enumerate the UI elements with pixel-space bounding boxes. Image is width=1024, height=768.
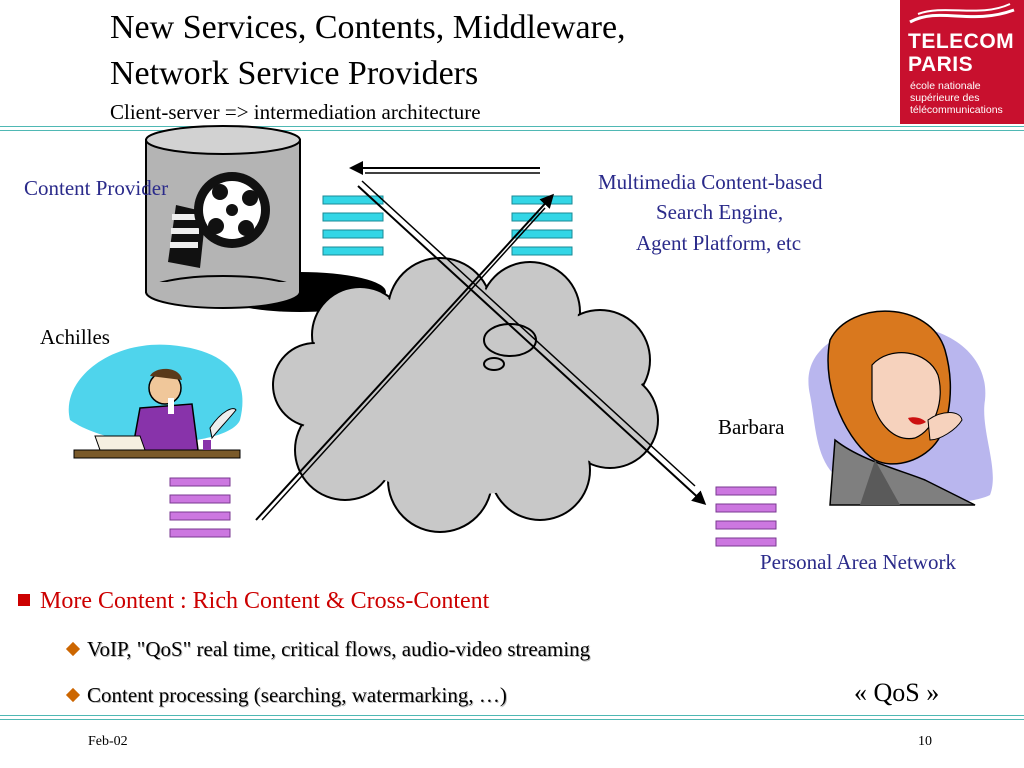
content-provider-stack <box>322 195 384 256</box>
bullet-sub-1: VoIP, "QoS" real time, critical flows, a… <box>65 637 591 662</box>
logo-tagline-3: télécommunications <box>910 104 1003 116</box>
logo-name-line-2: PARIS <box>908 53 974 76</box>
search-engine-label-line-1: Multimedia Content-based <box>598 170 823 194</box>
arrow-achilles-to-search <box>255 193 555 521</box>
woman-phone-icon <box>808 310 993 506</box>
slide-subtitle: Client-server => intermediation architec… <box>110 100 481 124</box>
film-reel-icon <box>168 172 270 268</box>
slide-title-line-2: Network Service Providers <box>110 55 479 92</box>
achilles-stack <box>169 477 231 538</box>
logo-swoosh-icon <box>909 3 1015 24</box>
telecom-paris-logo: TELECOM PARIS école nationale supérieure… <box>900 0 1024 124</box>
bullet-sub-1-text: VoIP, "QoS" real time, critical flows, a… <box>87 637 591 661</box>
logo-tagline-1: école nationale <box>910 80 981 92</box>
diamond-bullet-icon <box>65 641 81 657</box>
header-divider <box>0 126 1024 131</box>
bullet-sub-2-text: Content processing (searching, watermark… <box>87 683 507 707</box>
achilles-label: Achilles <box>40 325 110 349</box>
personal-area-network-label: Personal Area Network <box>760 550 956 574</box>
personal-area-network-stack <box>715 486 777 547</box>
logo-tagline-2: supérieure des <box>910 92 980 104</box>
arrow-provider-to-barbara <box>357 180 707 506</box>
diamond-bullet-icon <box>65 687 81 703</box>
slide-title-line-1: New Services, Contents, Middleware, <box>110 9 626 46</box>
bullet-main-text: More Content : Rich Content & Cross-Cont… <box>40 588 490 614</box>
footer-divider <box>0 715 1024 720</box>
footer-date: Feb-02 <box>88 734 128 749</box>
search-engine-stack <box>511 195 573 256</box>
bullet-main: More Content : Rich Content & Cross-Cont… <box>18 588 489 615</box>
qos-label: « QoS » <box>854 678 940 707</box>
search-engine-label-line-3: Agent Platform, etc <box>636 231 802 255</box>
man-writing-icon <box>68 344 243 459</box>
arrow-search-to-provider <box>349 161 540 175</box>
barbara-label: Barbara <box>718 415 785 439</box>
bullet-sub-2: Content processing (searching, watermark… <box>65 683 507 708</box>
content-provider-label: Content Provider <box>24 176 169 200</box>
square-bullet-icon <box>18 594 30 606</box>
footer-page-number: 10 <box>918 734 932 749</box>
search-engine-label-line-2: Search Engine, <box>656 200 784 224</box>
logo-name-line-1: TELECOM <box>908 30 1015 53</box>
network-cloud-icon <box>272 257 659 533</box>
